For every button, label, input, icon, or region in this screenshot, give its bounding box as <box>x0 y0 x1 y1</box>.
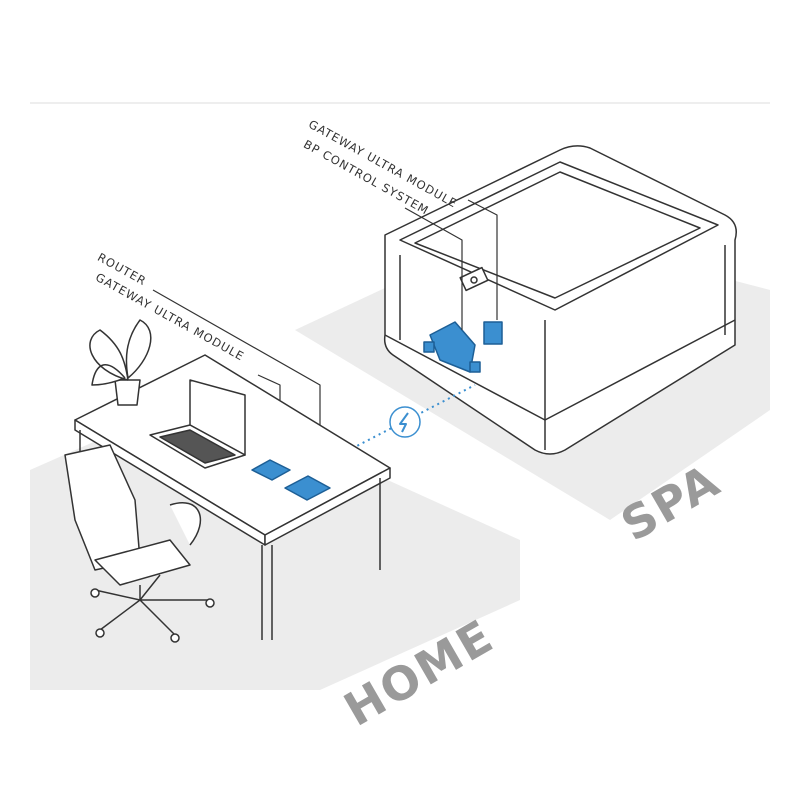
laptop <box>149 379 246 469</box>
wireless-badge <box>389 406 421 438</box>
bp-control-system <box>423 321 481 373</box>
home-gateway-module <box>251 459 291 481</box>
router <box>284 475 331 501</box>
lightning-bolt-icon <box>399 412 409 433</box>
office-chair <box>64 444 215 643</box>
spa-tub <box>383 145 737 455</box>
wireless-link <box>319 384 476 466</box>
spa-gateway-module <box>483 321 503 345</box>
plant <box>89 319 152 406</box>
